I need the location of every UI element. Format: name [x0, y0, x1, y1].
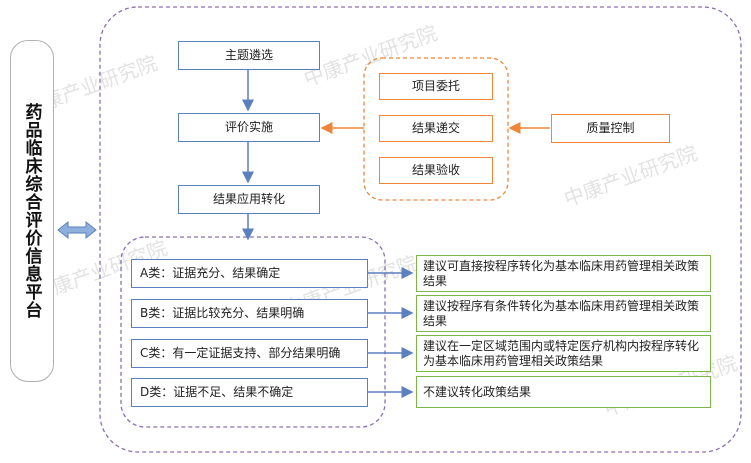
- platform-sidebar: 药品临床综合评价信息平台: [10, 40, 54, 382]
- quality-control-box: 质量控制: [551, 114, 670, 143]
- result-apply-box: 结果应用转化: [178, 185, 320, 214]
- category-d-box: D类：证据不足、结果不确定: [131, 378, 368, 407]
- topic-selection-box: 主题遴选: [178, 41, 320, 70]
- category-c-box: C类：有一定证据支持、部分结果明确: [131, 339, 368, 368]
- result-submit-box: 结果递交: [379, 115, 493, 142]
- platform-title: 药品临床综合评价信息平台: [21, 103, 42, 319]
- result-acceptance-box: 结果验收: [379, 157, 493, 184]
- category-a-box: A类：证据充分、结果确定: [131, 259, 368, 288]
- advice-c-box: 建议在一定区域范围内或特定医疗机构内按程序转化为基本临床用药管理相关政策结果: [416, 335, 711, 372]
- double-arrow-icon: [57, 220, 97, 240]
- advice-b-box: 建议按程序有条件转化为基本临床用药管理相关政策结果: [416, 295, 711, 332]
- category-b-box: B类：证据比较充分、结果明确: [131, 299, 368, 328]
- project-commission-box: 项目委托: [379, 73, 493, 100]
- advice-d-box: 不建议转化政策结果: [416, 376, 711, 408]
- evaluation-implement-box: 评价实施: [178, 113, 320, 142]
- advice-a-box: 建议可直接按程序转化为基本临床用药管理相关政策结果: [416, 255, 711, 292]
- watermark: 中康产业研究院: [560, 140, 701, 212]
